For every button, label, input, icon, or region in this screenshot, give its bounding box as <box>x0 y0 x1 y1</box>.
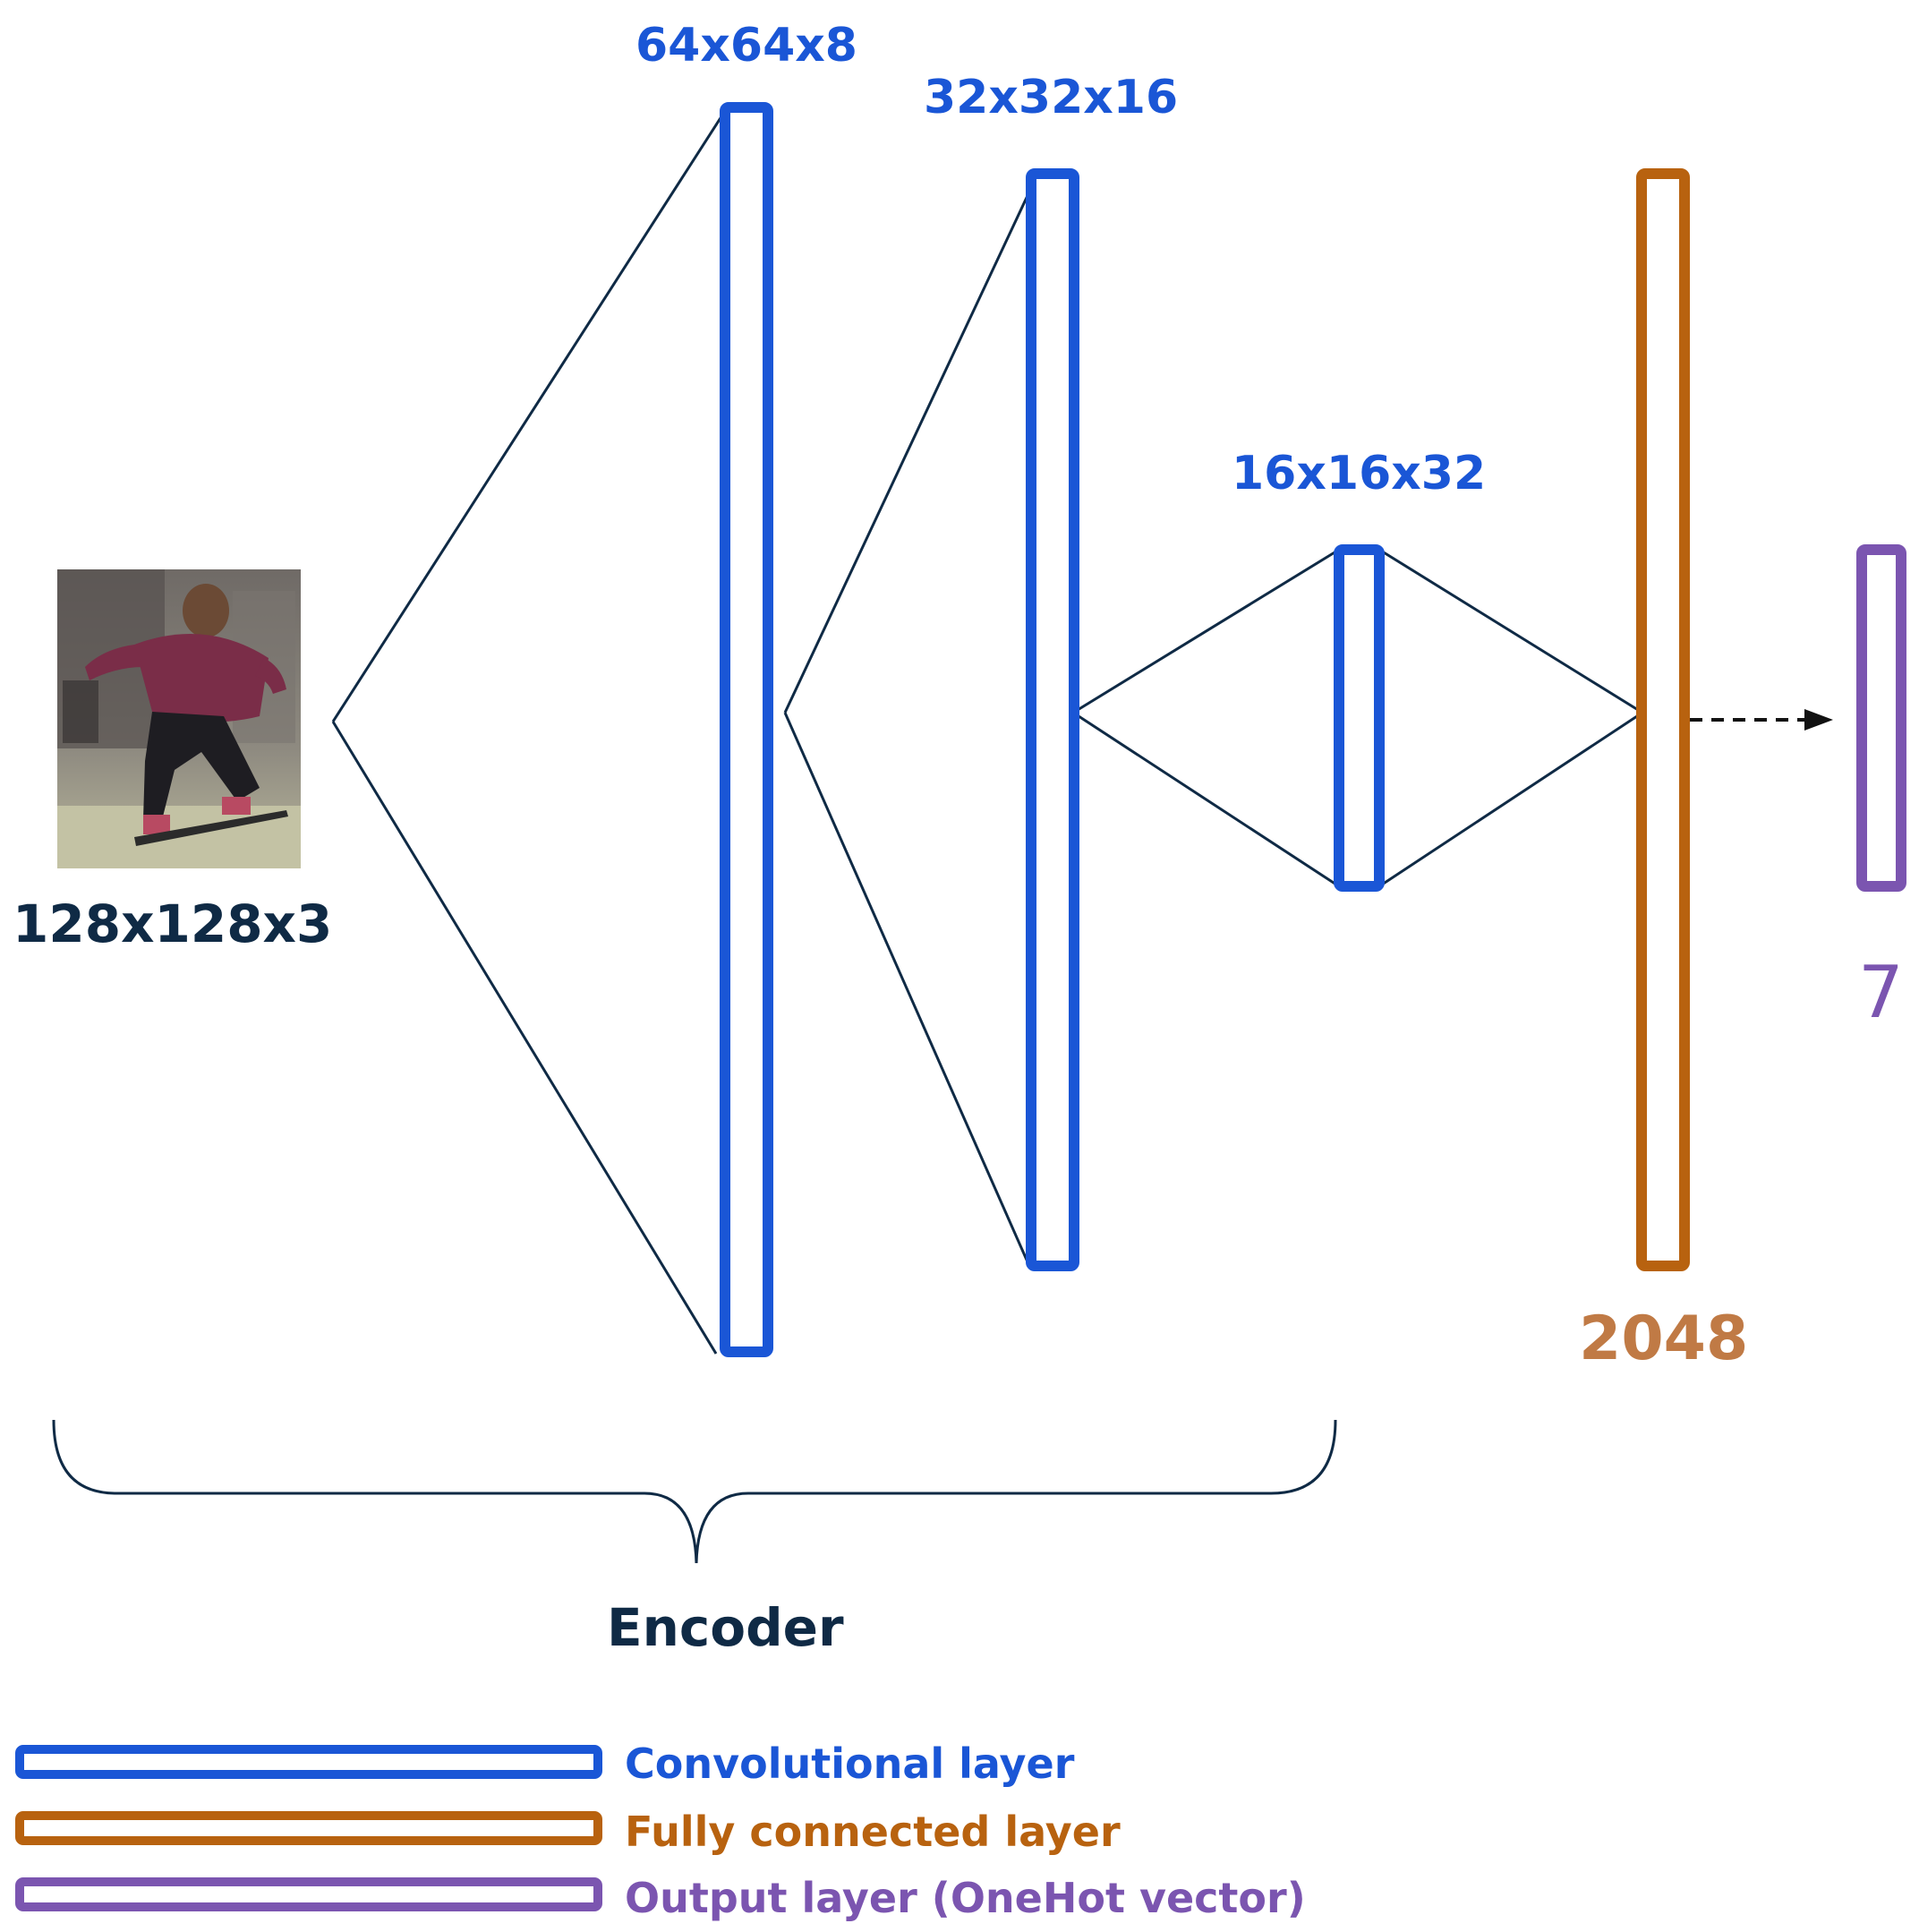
conv-layer-1-bar <box>720 102 773 1357</box>
legend-conv-label: Convolutional layer <box>625 1740 1075 1788</box>
conv-layer-3-bar <box>1334 544 1385 892</box>
input-dims-label: 128x128x3 <box>13 893 332 954</box>
conv1-dims-label: 64x64x8 <box>635 19 857 73</box>
output-dims-label: 7 <box>1858 951 1904 1034</box>
input-image <box>57 569 301 868</box>
conv-layer-2-bar <box>1026 168 1079 1271</box>
legend: Convolutional layer Fully connected laye… <box>15 1740 1306 1922</box>
legend-fc-swatch <box>15 1811 602 1845</box>
output-layer-bar <box>1856 544 1906 892</box>
fc-layer-bar <box>1636 168 1690 1271</box>
conv3-dims-label: 16x16x32 <box>1232 447 1486 500</box>
dashed-arrow <box>1690 709 1833 731</box>
connection-lines <box>331 110 1643 1355</box>
legend-output-label: Output layer (OneHot vector) <box>625 1874 1306 1922</box>
fc-dims-label: 2048 <box>1579 1304 1748 1374</box>
legend-fc-label: Fully connected layer <box>625 1808 1121 1856</box>
legend-conv-swatch <box>15 1745 602 1779</box>
encoder-label: Encoder <box>607 1597 844 1658</box>
encoder-brace <box>52 1419 1337 1564</box>
legend-output-swatch <box>15 1877 602 1911</box>
conv2-dims-label: 32x32x16 <box>924 71 1178 124</box>
